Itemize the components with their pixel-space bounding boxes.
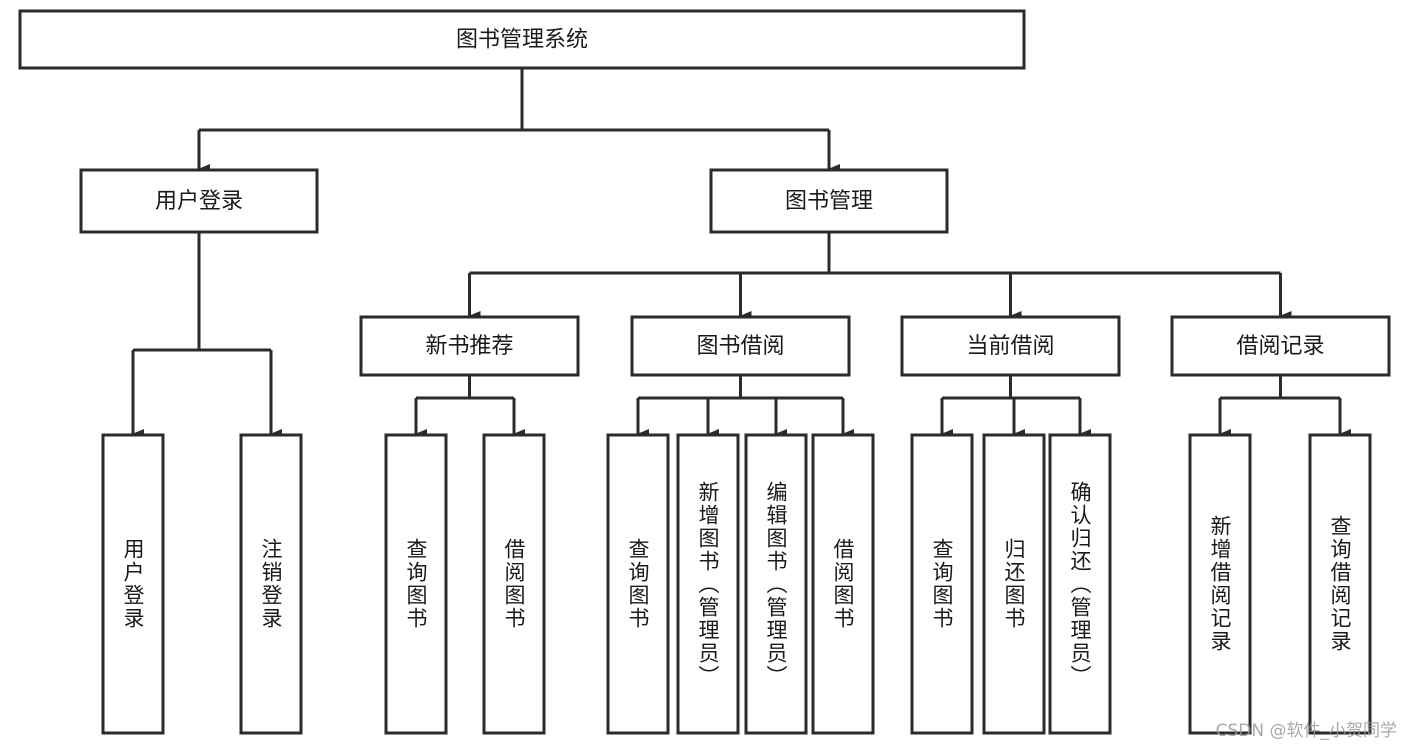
node-label-newbook: 新书推荐 bbox=[425, 334, 513, 359]
watermark-text: CSDN @软件_小贺同学 bbox=[1215, 721, 1397, 741]
node-b-add[interactable] bbox=[676, 433, 740, 735]
node-box-l-logout[interactable] bbox=[239, 433, 303, 735]
edge-layer bbox=[131, 68, 1351, 439]
node-box-login[interactable] bbox=[79, 168, 319, 234]
node-login[interactable] bbox=[79, 168, 319, 234]
node-box-current[interactable] bbox=[900, 315, 1121, 377]
node-l-login[interactable] bbox=[101, 433, 165, 735]
node-n-borrow[interactable] bbox=[482, 433, 546, 735]
node-box-bookmgmt[interactable] bbox=[709, 168, 949, 234]
node-c-query[interactable] bbox=[910, 433, 974, 735]
node-label-bookmgmt: 图书管理 bbox=[785, 189, 873, 214]
node-newbook[interactable] bbox=[359, 315, 580, 377]
edge-group-from-newbook bbox=[414, 375, 525, 439]
node-box-root[interactable] bbox=[18, 9, 1026, 70]
node-r-query[interactable] bbox=[1308, 433, 1372, 735]
node-label-current: 当前借阅 bbox=[966, 334, 1054, 359]
edge-group-from-root bbox=[197, 68, 840, 174]
node-box-n-borrow[interactable] bbox=[482, 433, 546, 735]
node-l-logout[interactable] bbox=[239, 433, 303, 735]
node-label-borrow: 图书借阅 bbox=[696, 334, 784, 359]
node-records[interactable] bbox=[1170, 315, 1391, 377]
node-box-r-add[interactable] bbox=[1188, 433, 1252, 735]
edge-group-from-current bbox=[940, 375, 1091, 439]
edge-group-from-login bbox=[131, 232, 282, 439]
node-b-lend[interactable] bbox=[811, 433, 875, 735]
node-borrow[interactable] bbox=[630, 315, 851, 377]
node-box-b-lend[interactable] bbox=[811, 433, 875, 735]
node-box-b-add[interactable] bbox=[676, 433, 740, 735]
edge-group-from-records bbox=[1218, 375, 1351, 439]
node-b-edit[interactable] bbox=[744, 433, 808, 735]
node-r-add[interactable] bbox=[1188, 433, 1252, 735]
node-c-return[interactable] bbox=[982, 433, 1046, 735]
node-box-c-query[interactable] bbox=[910, 433, 974, 735]
node-n-query[interactable] bbox=[384, 433, 448, 735]
node-box-b-edit[interactable] bbox=[744, 433, 808, 735]
node-box-c-confirm[interactable] bbox=[1048, 433, 1112, 735]
node-box-records[interactable] bbox=[1170, 315, 1391, 377]
edge-group-from-borrow bbox=[636, 375, 854, 439]
node-label-records: 借阅记录 bbox=[1236, 334, 1324, 359]
node-box-n-query[interactable] bbox=[384, 433, 448, 735]
node-box-l-login[interactable] bbox=[101, 433, 165, 735]
node-box-r-query[interactable] bbox=[1308, 433, 1372, 735]
node-current[interactable] bbox=[900, 315, 1121, 377]
node-box-c-return[interactable] bbox=[982, 433, 1046, 735]
node-label-root: 图书管理系统 bbox=[456, 28, 588, 53]
node-box-b-query[interactable] bbox=[606, 433, 670, 735]
node-root[interactable] bbox=[18, 9, 1026, 70]
node-b-query[interactable] bbox=[606, 433, 670, 735]
node-c-confirm[interactable] bbox=[1048, 433, 1112, 735]
node-box-borrow[interactable] bbox=[630, 315, 851, 377]
node-box-newbook[interactable] bbox=[359, 315, 580, 377]
edge-group-from-bookmgmt bbox=[468, 232, 1292, 321]
node-label-login: 用户登录 bbox=[155, 189, 243, 214]
node-bookmgmt[interactable] bbox=[709, 168, 949, 234]
